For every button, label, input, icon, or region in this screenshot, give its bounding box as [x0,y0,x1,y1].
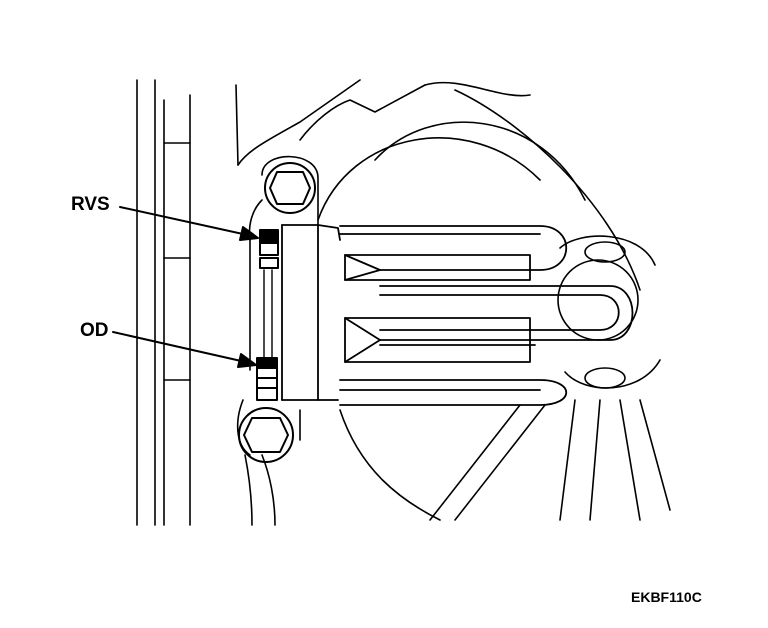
casting-outline-top [237,79,641,291]
rvs-label: RVS [71,194,110,215]
hex-bolt-icon [238,407,294,463]
arrow-right-icon [119,206,259,241]
valve-plate [281,224,341,401]
housing-left-rails [136,79,239,526]
figure-code: EKBF110C [631,589,702,605]
fluid-tubes [339,225,634,406]
bolt-boss [236,155,319,526]
rvs-port [259,229,279,269]
hex-bolt-icon [264,162,316,214]
od-port [256,357,278,401]
arrow-right-icon [112,331,257,368]
od-label: OD [80,320,109,341]
hub-detail [557,235,671,521]
casting-outline-bottom [299,404,546,521]
